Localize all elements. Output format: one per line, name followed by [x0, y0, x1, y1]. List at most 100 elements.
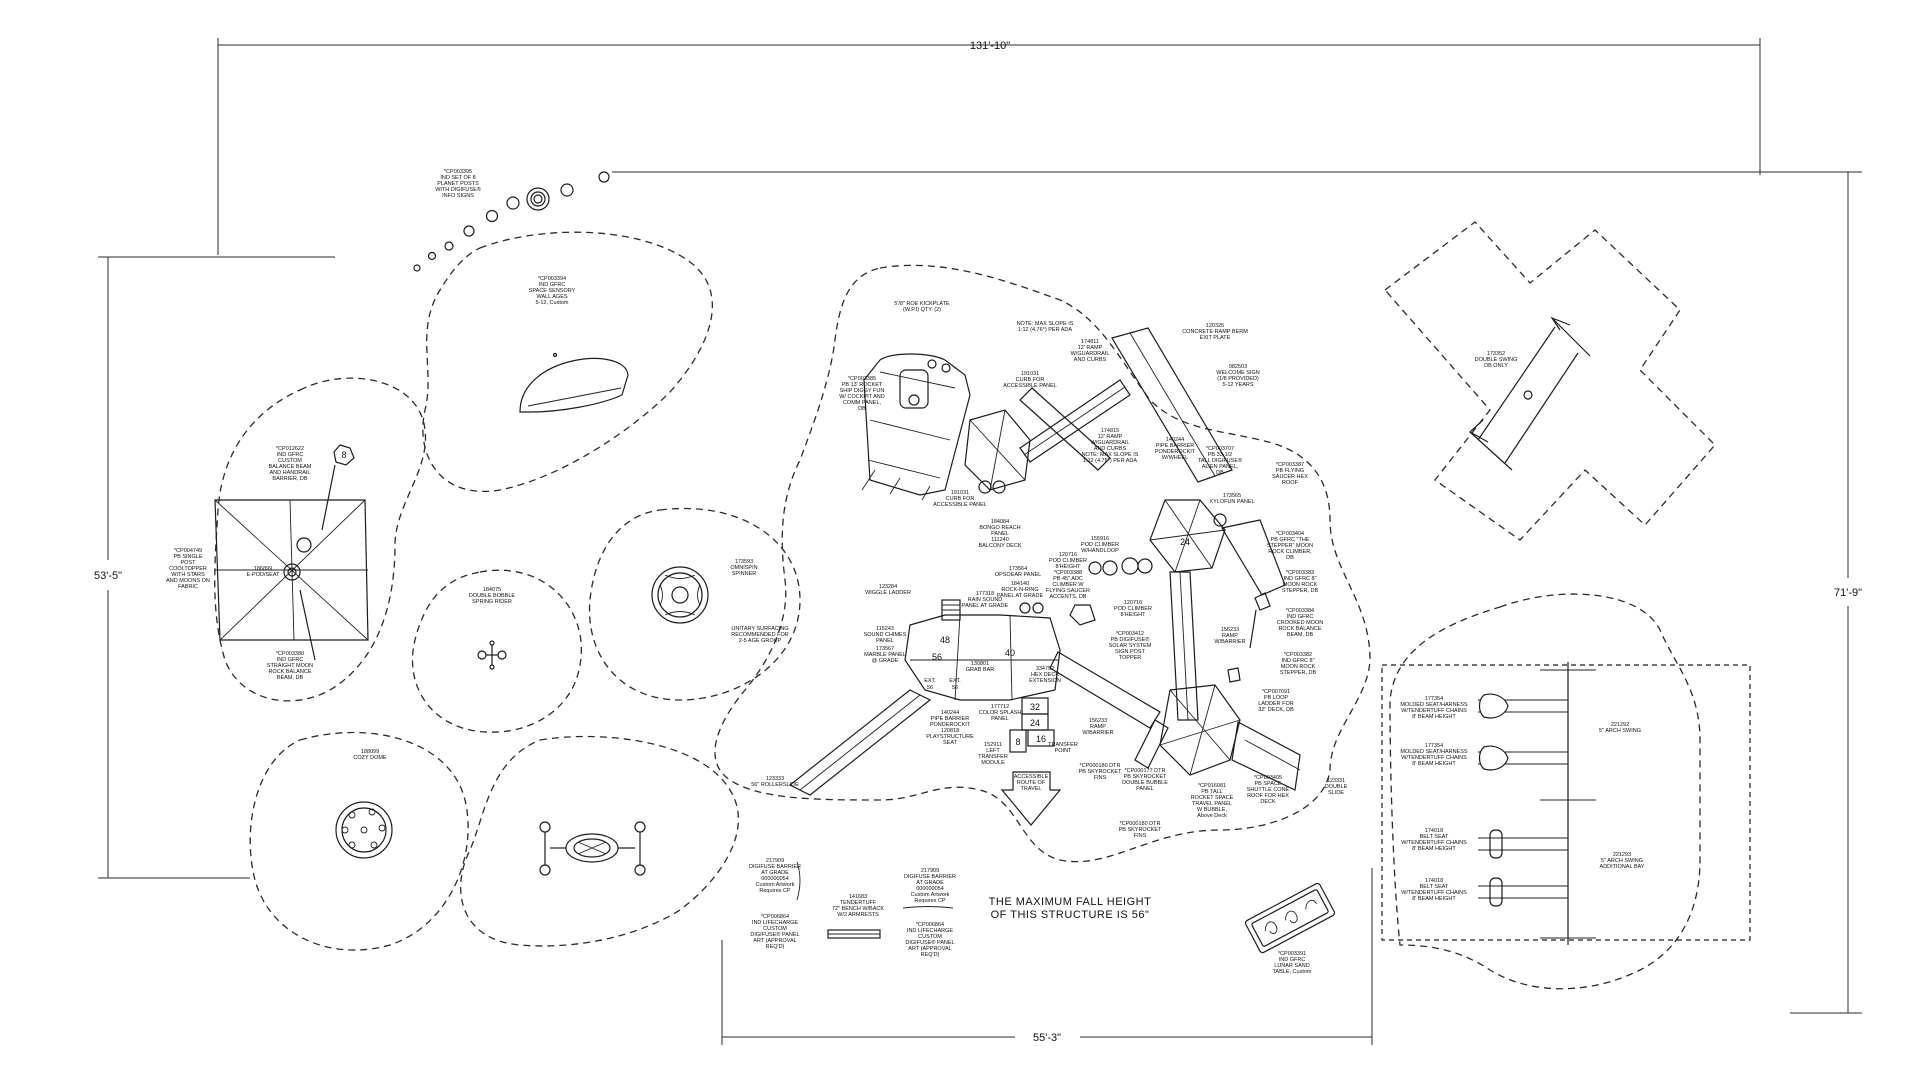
flying-spinner-zone — [459, 735, 740, 947]
curb1-label-1: 191031 — [1021, 371, 1039, 377]
main-structure-labels: 5'/8" ROE KICKPLATE(W.P.I) QTY. (2) 1910… — [751, 301, 1347, 839]
fall-height-note-line2: OF THIS STRUCTURE IS 56" — [991, 909, 1150, 921]
skyrocket-fins2-label-2: PB SKYROCKET — [1119, 827, 1162, 833]
pod-climber3-label-3: 8'HEIGHT — [1121, 612, 1147, 618]
barrier1-label-4: 000000054 — [761, 876, 789, 882]
ramp12b-label-5: NOTE: MAX SLOPE IS — [1082, 452, 1139, 458]
transfer-module-label-3: TRANSFER — [978, 754, 1008, 760]
transfer-module-label-1: 152911 — [984, 742, 1002, 748]
pipe-barrier-label-1: 140244 — [1166, 437, 1184, 443]
transfer-module-label-4: MODULE — [981, 760, 1005, 766]
berm-label-1: 120325 — [1206, 323, 1224, 329]
rocket-label-2: PB 13' ROCKET — [842, 382, 883, 388]
sensory-label-4: WALL AGES — [536, 294, 567, 300]
moon-stepper2-label-4: STEPPER, DB — [1280, 670, 1317, 676]
transfer-point-label-1: TRANSFER — [1048, 742, 1078, 748]
bongo-label-4: 111240 — [991, 537, 1009, 543]
double-bubble-label-3: DOUBLE BUBBLE — [1122, 780, 1168, 786]
moon-stepper-label-2: IND GFRC 8" — [1283, 576, 1316, 582]
belt-seat2-label-1: 174018 — [1425, 878, 1443, 884]
shade-label-7: FABRIC — [178, 584, 198, 590]
main-structure-zone — [714, 264, 1371, 863]
stepper-label-4: ROCK CLIMBER, — [1268, 549, 1312, 555]
ext-56-b-label: EXT. — [949, 678, 961, 684]
tall-rocket-label-4: TRAVEL PANEL — [1192, 801, 1232, 807]
bench-label-4: W/2 ARMRESTS — [837, 912, 879, 918]
hex-ext-label-2: HEX DECK — [1031, 672, 1059, 678]
deck-16-label: 16 — [1036, 734, 1046, 744]
epod-label-2: E-POD/SEAT — [247, 572, 281, 578]
saucer-label-1: *CP003387 — [1276, 462, 1304, 468]
rain-sound-label-1: 177318 — [976, 591, 994, 597]
shuttle-label-1: *CP003405 — [1254, 775, 1282, 781]
stepper-label-1: *CP003404 — [1276, 531, 1304, 537]
barrier2-label-1: 217909 — [921, 868, 939, 874]
pod-climber3-label-1: 120716 — [1124, 600, 1142, 606]
accessible-route-label-2: ROUTE OF — [1017, 780, 1046, 786]
transfer-module-label-2: LEFT — [986, 748, 1000, 754]
welcome-label-3: (1/8 PROVIDED) — [1217, 376, 1259, 382]
pod-climber1-label-3: W/HANDLOOP — [1081, 548, 1119, 554]
alien-label-4: ALIEN PANEL, — [1202, 464, 1239, 470]
rock-n-ring-label-2: ROCK-N-RING — [1001, 587, 1038, 593]
welcome-label-2: WELCOME SIGN — [1216, 370, 1259, 376]
pole-24-label: 24 — [1180, 537, 1190, 547]
loop-ladder-label-2: PB LOOP — [1264, 695, 1288, 701]
wiggle-label-1: 123284 — [879, 584, 897, 590]
alien-label-2: PB 33-1/2 — [1208, 452, 1232, 458]
wiggle-label-2: WIGGLE LADDER — [865, 590, 911, 596]
shuttle-label-2: PB SPACE — [1254, 781, 1281, 787]
maxslope1-label-1: NOTE: MAX SLOPE IS — [1017, 321, 1074, 327]
crooked-label-2: IND GFRC — [1287, 614, 1314, 620]
spring-label-1: 184075 — [483, 587, 501, 593]
ramp3-label-1: 156233 — [1089, 718, 1107, 724]
bench-label-3: 72" BENCH W/BACK — [832, 906, 884, 912]
stepper-label-3: STEPPER" MOON — [1267, 543, 1313, 549]
alien-label-3: TALL DIGIFUSE® — [1198, 457, 1242, 464]
sound-chimes-label-1: 115243 — [876, 626, 894, 632]
ramp12b-label-6: 1:12 (4.76°) PER ADA — [1083, 458, 1138, 464]
belt-seat2-label-2: BELT SEAT — [1420, 884, 1449, 890]
balance-beam-label-2: IND GFRC — [277, 452, 304, 458]
belt-seat2-label-3: W/TENDERTUFF CHAINS — [1401, 890, 1467, 896]
color-splash-label-1: 177712 — [991, 704, 1009, 710]
bongo-label-5: BALCONY DECK — [979, 543, 1022, 549]
lifecharge2-label-4: DIGIFUSE® PANEL — [905, 939, 954, 946]
shade-label-6: AND MOONS ON — [166, 578, 210, 584]
planet-posts-label-5: INFO SIGNS — [442, 193, 474, 199]
balance-beam-label-5: AND HANDRAIL — [270, 470, 311, 476]
lifecharge2-label-1: *CP006864 — [916, 922, 944, 928]
orbisear-label-2: OPSOEAR PANEL — [995, 572, 1041, 578]
xylofun-label-1: 173565 — [1223, 493, 1241, 499]
pipe-barrier-label-3: PONDEROCKIT — [1155, 449, 1196, 455]
skyrocket-fins1-label-3: FINS — [1094, 775, 1107, 781]
barrier1-label-6: Requires CP — [759, 888, 791, 894]
omnispin-label-3: SPINNER — [732, 571, 756, 577]
maxslope1-label-2: 1:12 (4.76°) PER ADA — [1018, 327, 1073, 333]
planet-posts-label-1: *CP003395 — [444, 169, 472, 175]
crooked-label-5: BEAM, DB — [1287, 632, 1314, 638]
moon-stepper-label-1: *CP003383 — [1286, 570, 1314, 576]
belt-seat1-label-2: BELT SEAT — [1420, 834, 1449, 840]
arch-swing-bay-label-2: 5" ARCH SWING — [1601, 858, 1643, 864]
ramp2-label-3: W/BARRIER — [1214, 639, 1245, 645]
center-hex-deck: 24 — [1149, 499, 1286, 721]
shade-label-3: POST — [181, 560, 197, 566]
